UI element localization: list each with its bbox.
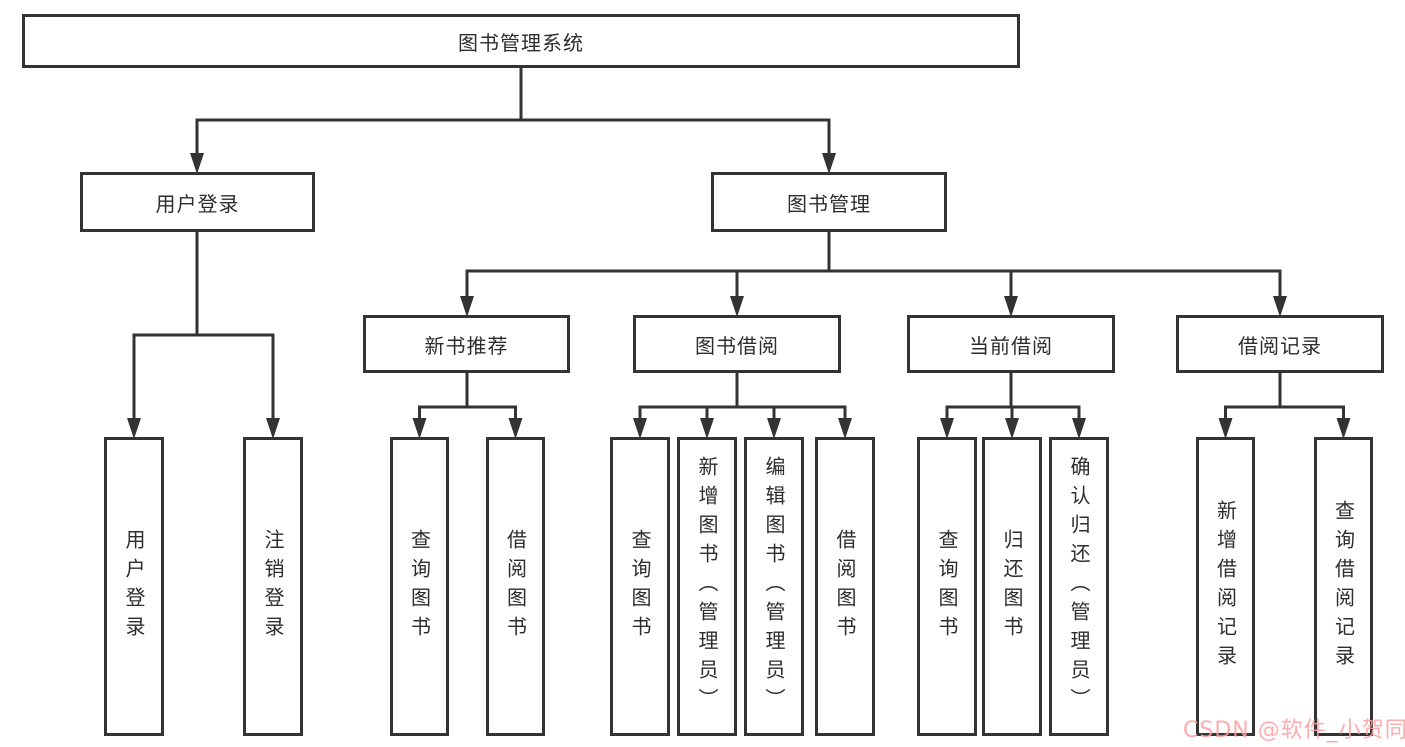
leaf-borrow-book-recommend: 借阅图书	[486, 437, 545, 736]
leaf-query-borrow-record: 查询借阅记录	[1314, 437, 1373, 736]
node-book-management: 图书管理	[711, 172, 947, 232]
node-borrow-records: 借阅记录	[1176, 315, 1384, 373]
node-new-book-recommend: 新书推荐	[363, 315, 570, 373]
leaf-add-book-admin: 新增图书（管理员）	[677, 437, 737, 736]
node-user-login: 用户登录	[80, 172, 315, 232]
node-book-borrow: 图书借阅	[633, 315, 841, 373]
leaf-confirm-return-admin: 确认归还（管理员）	[1049, 437, 1109, 736]
node-current-borrow: 当前借阅	[907, 315, 1115, 373]
node-root-system: 图书管理系统	[22, 14, 1020, 68]
leaf-logout: 注销登录	[243, 437, 303, 736]
leaf-add-borrow-record: 新增借阅记录	[1196, 437, 1255, 736]
leaf-query-book-current: 查询图书	[917, 437, 977, 736]
leaf-query-book-recommend: 查询图书	[390, 437, 449, 736]
leaf-return-book: 归还图书	[982, 437, 1042, 736]
leaf-query-book-borrow: 查询图书	[610, 437, 670, 736]
leaf-edit-book-admin: 编辑图书（管理员）	[744, 437, 804, 736]
arrowheads	[127, 153, 1351, 439]
leaf-borrow-book: 借阅图书	[815, 437, 875, 736]
leaf-user-login: 用户登录	[104, 437, 164, 736]
